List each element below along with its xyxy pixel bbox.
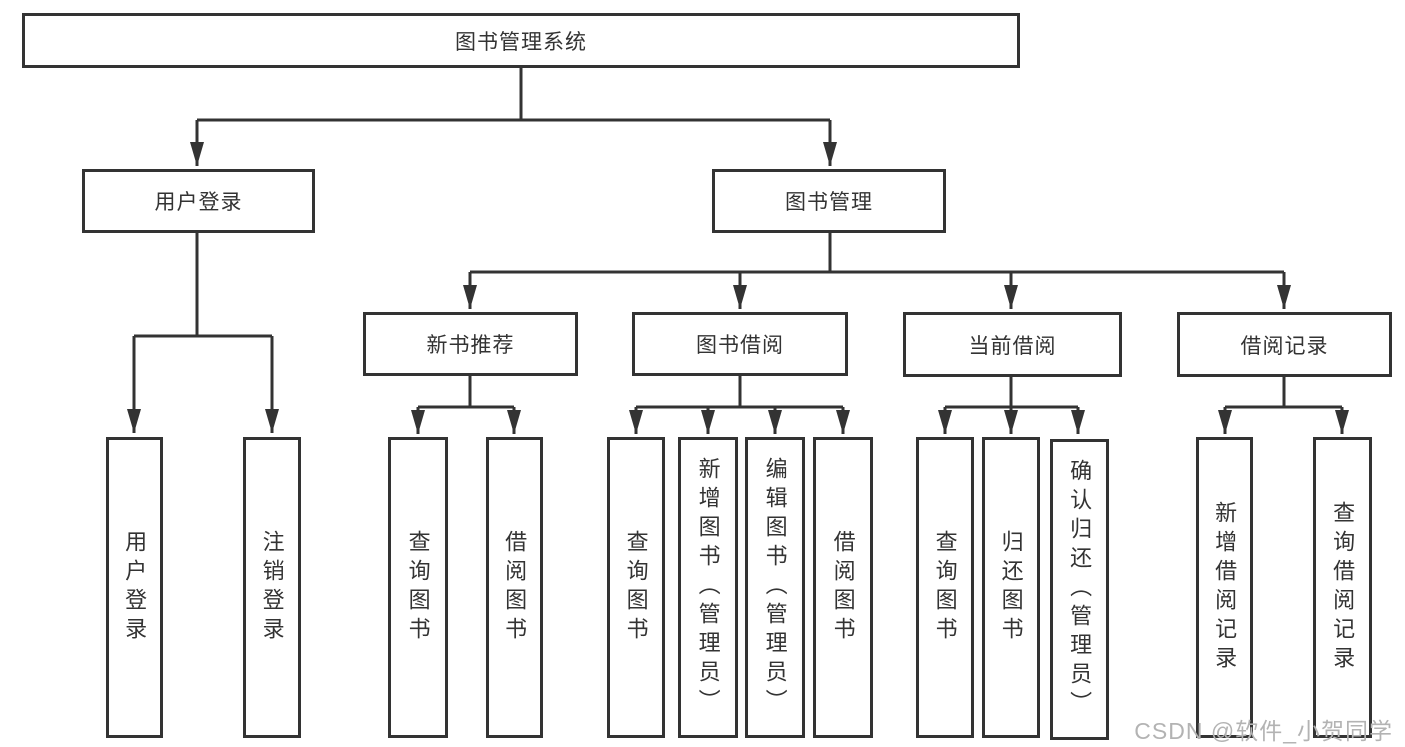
leaf-query-books-borrowing: 查询图书 — [607, 437, 665, 738]
leaf-confirm-return-admin: 确认归还（管理员） — [1050, 439, 1109, 740]
node-book-management: 图书管理 — [712, 169, 946, 233]
leaf-query-borrow-record: 查询借阅记录 — [1313, 437, 1372, 738]
leaf-logout: 注销登录 — [243, 437, 301, 738]
leaf-user-login: 用户登录 — [106, 437, 163, 738]
watermark: CSDN @软件_小贺同学 — [1134, 718, 1393, 744]
leaf-query-books-current: 查询图书 — [916, 437, 974, 738]
node-new-book-recommend: 新书推荐 — [363, 312, 578, 376]
leaf-borrow-books-recommend: 借阅图书 — [486, 437, 543, 738]
leaf-add-borrow-record: 新增借阅记录 — [1196, 437, 1253, 738]
node-borrowing-records: 借阅记录 — [1177, 312, 1392, 377]
node-current-borrowing: 当前借阅 — [903, 312, 1122, 377]
leaf-borrow-books-borrowing: 借阅图书 — [813, 437, 873, 738]
leaf-return-books: 归还图书 — [982, 437, 1040, 738]
node-library-system: 图书管理系统 — [22, 13, 1020, 68]
leaf-add-books-admin: 新增图书（管理员） — [678, 437, 738, 738]
leaf-edit-books-admin: 编辑图书（管理员） — [745, 437, 805, 738]
node-book-borrowing: 图书借阅 — [632, 312, 848, 376]
node-user-login: 用户登录 — [82, 169, 315, 233]
leaf-query-books-recommend: 查询图书 — [388, 437, 448, 738]
